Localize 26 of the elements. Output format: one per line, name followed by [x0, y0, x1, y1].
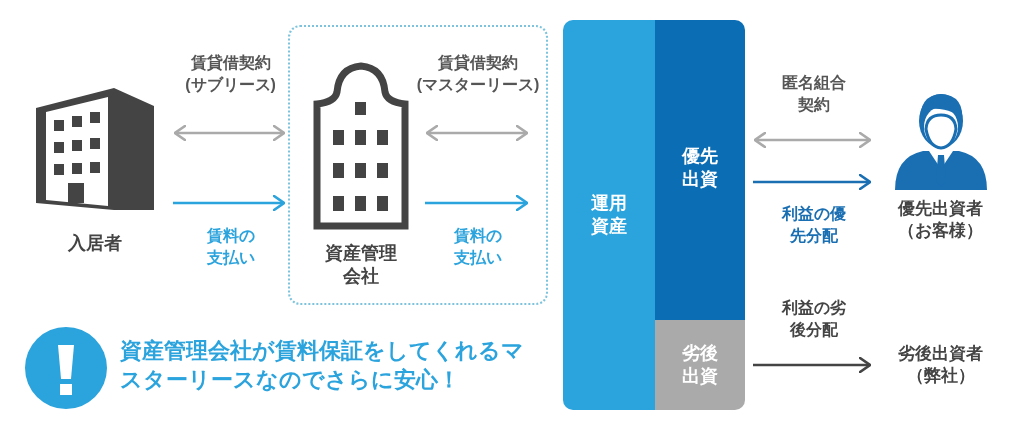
- edge-label: 賃料の支払い: [453, 226, 503, 268]
- arrow: [753, 173, 872, 191]
- arrow: [173, 194, 286, 212]
- edge-label: 賃貸借契約(マスターリース): [415, 53, 541, 95]
- edge-label: 賃料の支払い: [205, 226, 256, 268]
- node-label: 劣後出資者（弊社）: [897, 342, 984, 387]
- edge-label: 利益の優先分配: [780, 204, 847, 246]
- column-label: 優先出資: [680, 145, 719, 192]
- node-label: 優先出資者（お客様）: [897, 198, 984, 243]
- edge-label: 利益の劣後分配: [780, 298, 847, 340]
- arrow: [173, 124, 286, 142]
- column-label: 運用資産: [590, 191, 628, 238]
- edge-label: 匿名組合契約: [780, 73, 847, 115]
- fund-column: [655, 20, 745, 320]
- fund-column: [655, 320, 745, 410]
- node-label: 資産管理会社: [323, 242, 398, 289]
- arrow: [753, 131, 872, 149]
- edge-label: 賃貸借契約(サブリース): [184, 53, 277, 95]
- arrow: [425, 194, 529, 212]
- dotted-frame: [288, 25, 548, 305]
- arrow: [425, 124, 529, 142]
- arrow: [753, 356, 872, 374]
- column-label: 劣後出資: [681, 341, 719, 388]
- note-text: 資産管理会社が賃料保証をしてくれるマスターリースなのでさらに安心！: [120, 337, 525, 394]
- fund-column: [563, 20, 655, 410]
- node-label: 入居者: [68, 232, 122, 255]
